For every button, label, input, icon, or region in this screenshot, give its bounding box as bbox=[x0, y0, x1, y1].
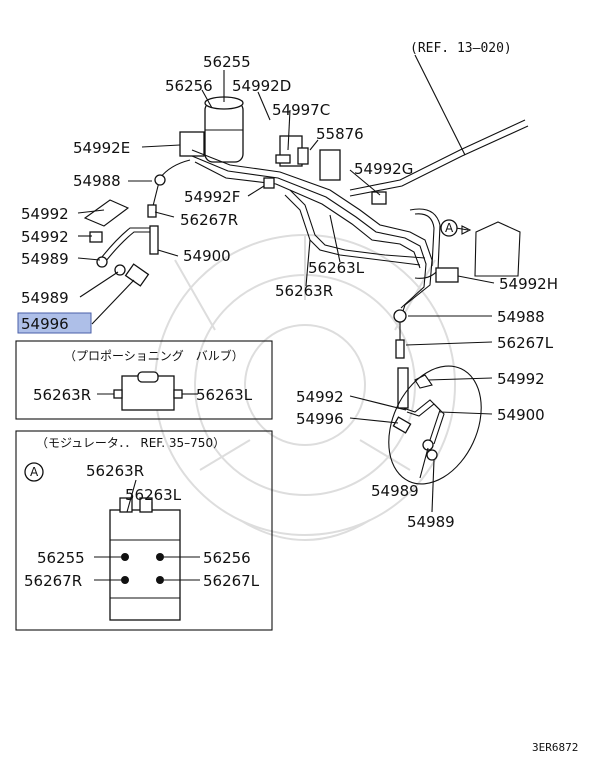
label-54992G: 54992G bbox=[354, 160, 413, 178]
label-54992-r1: 54992 bbox=[497, 370, 545, 388]
part-labels: 56255 56256 54992D 54997C 55876 54992E 5… bbox=[17, 41, 558, 531]
mod-label-56263R: 56263R bbox=[86, 462, 144, 480]
label-54900-r: 54900 bbox=[497, 406, 545, 424]
label-54997C: 54997C bbox=[272, 101, 330, 119]
valve-title: （プロポーショニング バルブ） bbox=[64, 348, 244, 363]
mod-label-56267R: 56267R bbox=[24, 572, 82, 590]
highlight-54996 bbox=[17, 312, 92, 334]
label-54992H: 54992H bbox=[499, 275, 558, 293]
label-56267L-r: 56267L bbox=[497, 334, 554, 352]
label-54996-r: 54996 bbox=[296, 410, 344, 428]
label-54989-r1: 54989 bbox=[371, 482, 419, 500]
mod-label-56256: 56256 bbox=[203, 549, 251, 567]
label-56267R-top: 56267R bbox=[180, 211, 238, 229]
label-54992-r2: 54992 bbox=[296, 388, 344, 406]
label-54996-l: 54996 bbox=[21, 315, 69, 333]
label-56263L-top: 56263L bbox=[308, 259, 365, 277]
ref-13-020: (REF. 13–020) bbox=[410, 41, 512, 56]
label-54992E: 54992E bbox=[73, 139, 130, 157]
label-54992-l1: 54992 bbox=[21, 205, 69, 223]
label-55876: 55876 bbox=[316, 125, 364, 143]
callout-a-letter: A bbox=[445, 221, 454, 235]
label-54992D: 54992D bbox=[232, 77, 291, 95]
label-54900-l: 54900 bbox=[183, 247, 231, 265]
label-54989-l2: 54989 bbox=[21, 289, 69, 307]
brake-line-assembly bbox=[83, 96, 529, 485]
proportioning-valve-box: （プロポーショニング バルブ） 56263R 56263L bbox=[15, 340, 273, 420]
label-56255-top: 56255 bbox=[203, 53, 251, 71]
leader-lines bbox=[77, 54, 495, 513]
label-54988-top: 54988 bbox=[73, 172, 121, 190]
mod-label-56267L: 56267L bbox=[203, 572, 260, 590]
callout-a-circle bbox=[440, 219, 458, 237]
label-54988-r: 54988 bbox=[497, 308, 545, 326]
mod-label-56255: 56255 bbox=[37, 549, 85, 567]
valve-label-56263R: 56263R bbox=[33, 386, 91, 404]
watermark-emblem bbox=[154, 234, 456, 541]
diagram-code: 3ER6872 bbox=[532, 741, 578, 754]
modulator-box: （モジュレータ．． REF. 35–750） A 56263R 56263L 5… bbox=[15, 430, 273, 631]
label-54989-l1: 54989 bbox=[21, 250, 69, 268]
modulator-callout-a: A bbox=[30, 465, 39, 479]
valve-label-56263L: 56263L bbox=[196, 386, 253, 404]
label-54992-l2: 54992 bbox=[21, 228, 69, 246]
label-56256-top: 56256 bbox=[165, 77, 213, 95]
label-56263R-top: 56263R bbox=[275, 282, 333, 300]
label-54989-r2: 54989 bbox=[407, 513, 455, 531]
modulator-title: （モジュレータ．． REF. 35–750） bbox=[36, 436, 225, 450]
mod-label-56263L: 56263L bbox=[125, 486, 182, 504]
label-54992F: 54992F bbox=[184, 188, 240, 206]
